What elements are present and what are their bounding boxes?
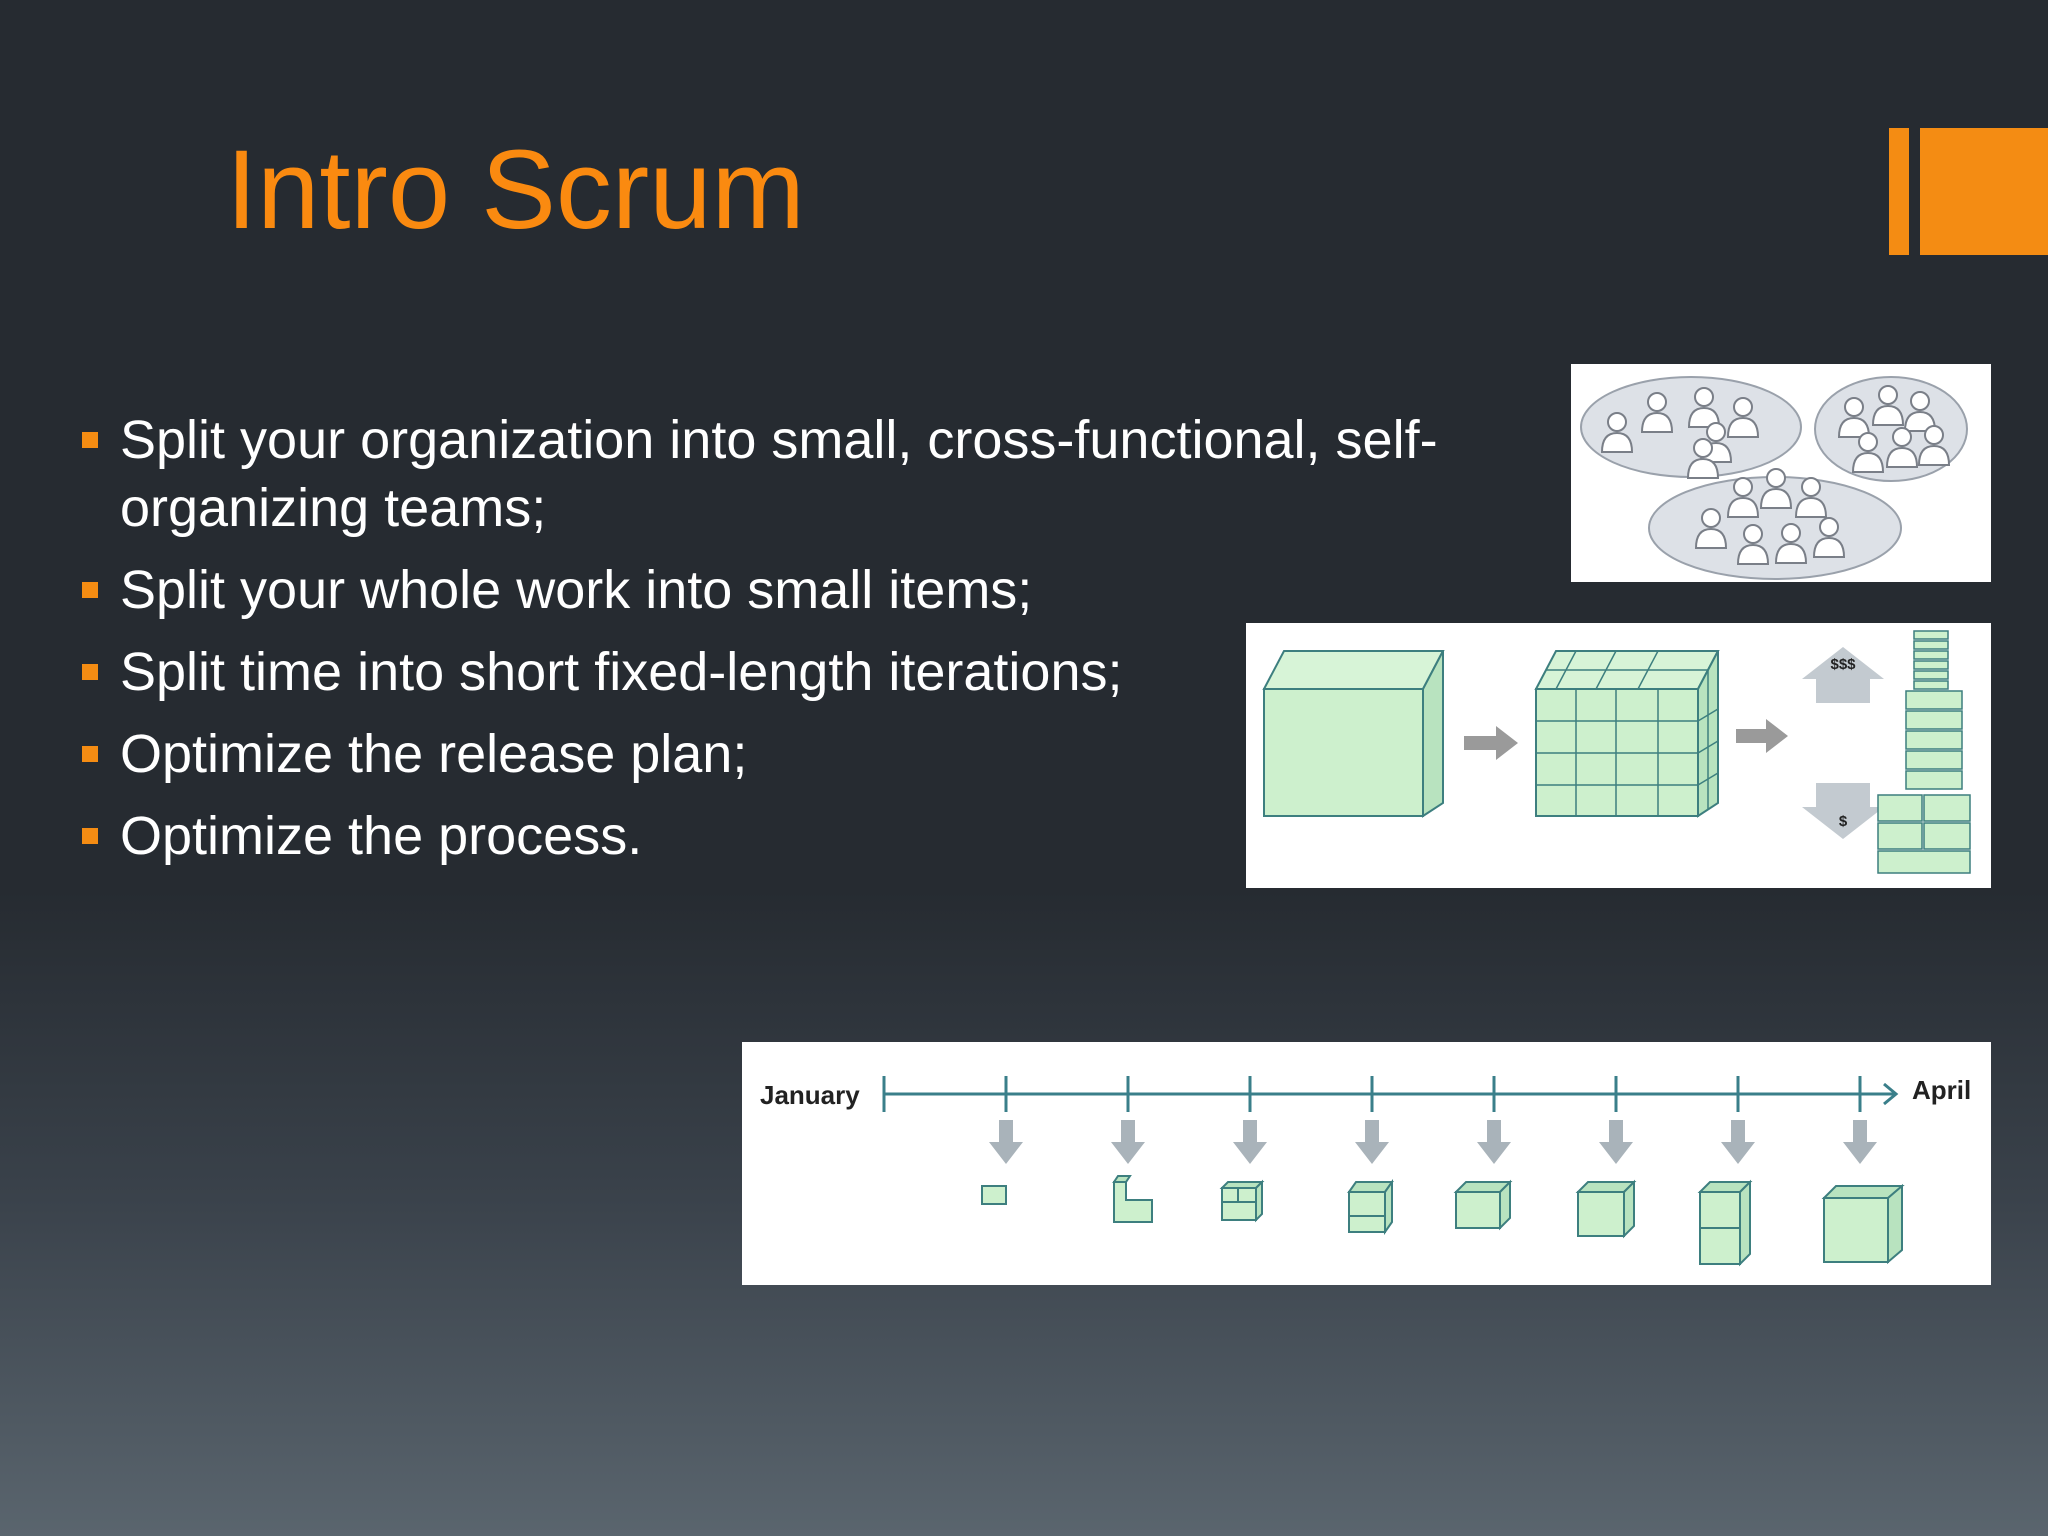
bullet-text: Optimize the process.	[120, 806, 643, 866]
release-arrow-icon	[989, 1120, 1023, 1164]
release-timeline: January April	[760, 1075, 1971, 1267]
bullet-text: Optimize the release plan;	[120, 724, 748, 784]
bullet-item: Split your whole work into small items;	[78, 556, 1518, 624]
timeline-axis	[882, 1076, 1899, 1112]
low-value-label: $	[1839, 813, 1848, 830]
release-arrow-icon	[1233, 1120, 1267, 1164]
release-increment-icon	[1347, 1178, 1394, 1236]
team-groups-icon	[1580, 376, 1968, 580]
release-increment-icon	[1697, 1179, 1753, 1267]
high-value-label: $$$	[1830, 656, 1856, 673]
timeline-end-label: April	[1912, 1075, 1971, 1105]
timeline-start-label: January	[760, 1080, 860, 1110]
bullet-item: Optimize the process.	[78, 802, 1518, 870]
release-arrow-icon	[1721, 1120, 1755, 1164]
arrow-up-icon	[1802, 647, 1884, 703]
bullet-icon	[82, 746, 98, 762]
arrow-right-icon	[1464, 726, 1518, 760]
release-increment-icon	[1821, 1183, 1905, 1265]
release-increment-icon	[981, 1185, 1007, 1205]
release-arrow-icon	[1843, 1120, 1877, 1164]
bullet-list: Split your organization into small, cros…	[78, 406, 1518, 884]
accent-block	[1920, 128, 2048, 255]
release-arrow-icon	[1355, 1120, 1389, 1164]
split-cube-icon	[1534, 650, 1720, 818]
work-split-diagram: $$$ $	[1262, 630, 1971, 874]
accent-bar	[1889, 128, 1909, 255]
bullet-text: Split your whole work into small items;	[120, 560, 1033, 620]
arrow-right-icon	[1736, 719, 1788, 753]
large-cube-icon	[1262, 650, 1445, 818]
release-arrow-icon	[1599, 1120, 1633, 1164]
bullet-icon	[82, 828, 98, 844]
bullet-item: Split time into short fixed-length itera…	[78, 638, 1518, 706]
bullet-icon	[82, 582, 98, 598]
bullet-item: Optimize the release plan;	[78, 720, 1518, 788]
slide-title: Intro Scrum	[226, 127, 805, 252]
bullet-text: Split time into short fixed-length itera…	[120, 642, 1123, 702]
release-increment-icon	[1575, 1179, 1637, 1239]
release-increment-icon	[1112, 1175, 1153, 1223]
stacked-items-icon	[1877, 630, 1971, 874]
bullet-item: Split your organization into small, cros…	[78, 406, 1518, 542]
release-arrow-icon	[1477, 1120, 1511, 1164]
release-timeline-figure: January April	[742, 1042, 1991, 1285]
release-increment-icon	[1219, 1179, 1265, 1223]
release-increment-icon	[1453, 1179, 1513, 1231]
arrow-down-icon	[1802, 783, 1884, 839]
bullet-icon	[82, 432, 98, 448]
release-arrow-icon	[1111, 1120, 1145, 1164]
bullet-icon	[82, 664, 98, 680]
bullet-text: Split your organization into small, cros…	[120, 410, 1438, 538]
work-split-figure: $$$ $	[1246, 623, 1991, 888]
teams-figure	[1571, 364, 1991, 582]
